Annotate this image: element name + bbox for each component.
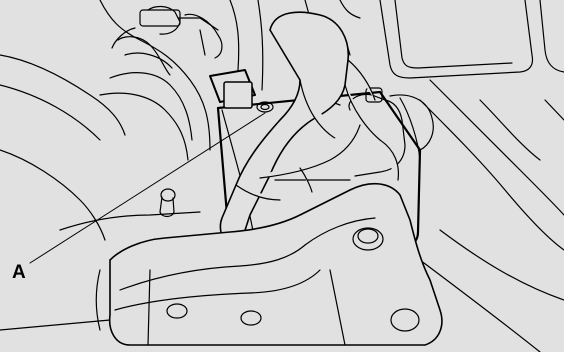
right-body-panel — [420, 80, 564, 352]
lower-duct — [110, 184, 442, 345]
intake-hose — [0, 0, 222, 160]
battery-terminal — [210, 70, 273, 112]
callout-label-a: A — [12, 262, 26, 284]
fuse-box — [380, 0, 564, 78]
mounting-bolt — [160, 189, 175, 217]
